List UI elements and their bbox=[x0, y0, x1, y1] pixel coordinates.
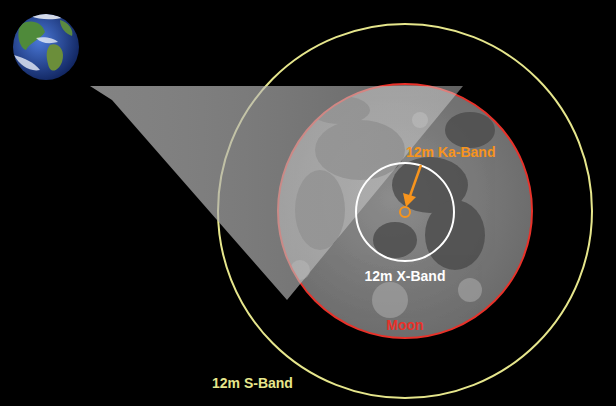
moon-label: Moon bbox=[386, 317, 423, 333]
x-band-label: 12m X-Band bbox=[365, 268, 446, 284]
x-band-circle bbox=[356, 163, 454, 261]
antenna-beam bbox=[90, 86, 463, 300]
ka-band-label: 12m Ka-Band bbox=[406, 144, 495, 160]
ka-band-circle bbox=[400, 207, 410, 217]
leader-arrow bbox=[403, 165, 421, 207]
s-band-label: 12m S-Band bbox=[212, 375, 293, 391]
earth-globe bbox=[13, 14, 79, 80]
